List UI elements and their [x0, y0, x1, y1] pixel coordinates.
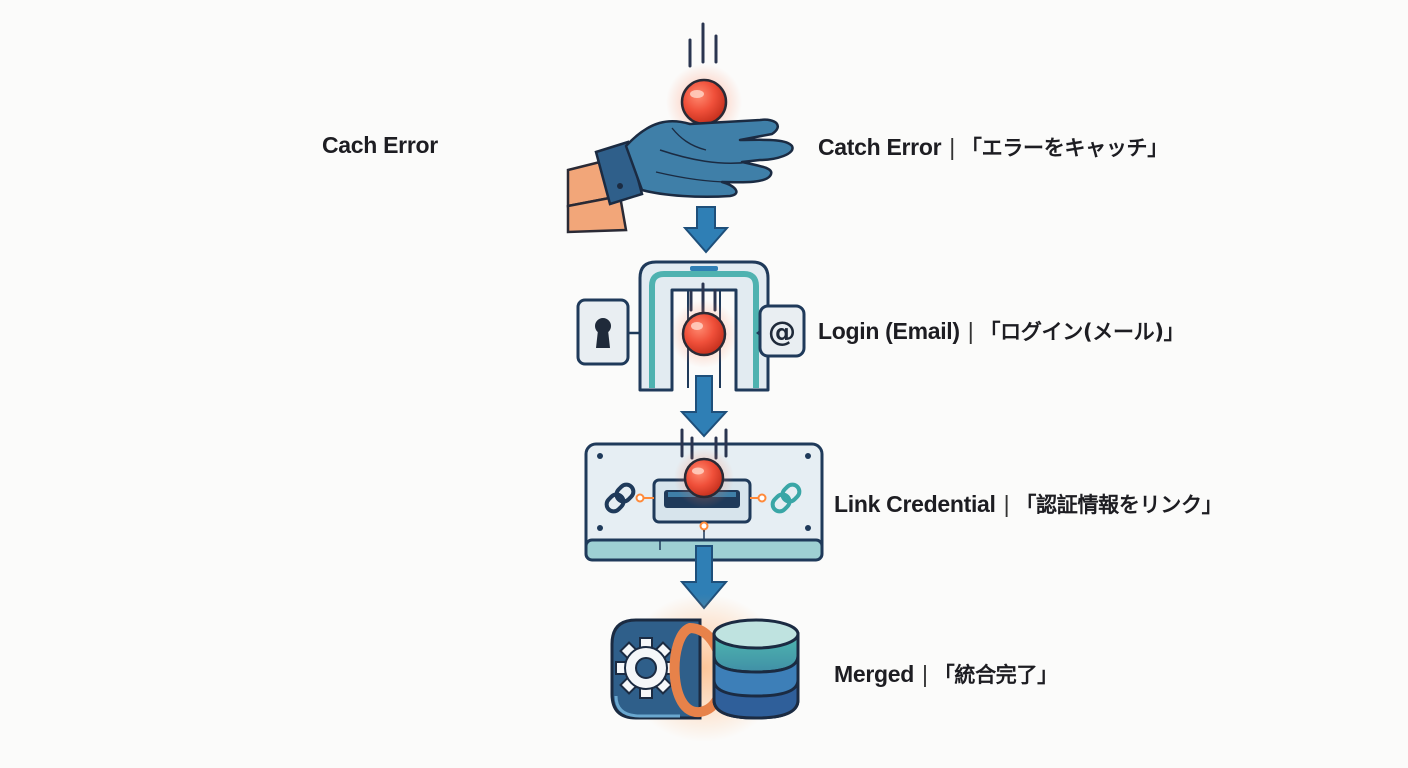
step-label-en: Catch Error: [818, 134, 942, 160]
flow-arrow-2: [679, 375, 729, 438]
database-icon: [712, 618, 800, 720]
step-label-merged: Merged |「統合完了」: [834, 659, 1058, 689]
step-label-jp: 「統合完了」: [933, 663, 1059, 687]
step-label-jp: 「エラーをキャッチ」: [960, 136, 1168, 160]
left-label: Cach Error: [322, 132, 438, 158]
link-device-icon: [584, 428, 824, 562]
catch-error-icon: [566, 22, 794, 234]
step-label-catch-error: Catch Error |「エラーをキャッチ」: [818, 132, 1168, 162]
step-label-jp: 「ログイン(メール)」: [979, 320, 1185, 344]
step-label-login: Login (Email) |「ログイン(メール)」: [818, 316, 1185, 346]
step-label-separator: |: [949, 134, 955, 160]
at-sign-icon: @: [755, 304, 806, 358]
step-label-en: Link Credential: [834, 491, 996, 517]
chain-link-icon-left: [604, 482, 636, 514]
step-label-jp: 「認証情報をリンク」: [1015, 493, 1223, 517]
flow-arrow-1: [682, 206, 730, 254]
step-label-en: Login (Email): [818, 318, 960, 344]
login-gate-icon: [638, 260, 770, 392]
chain-link-icon-right: [770, 482, 802, 514]
svg-text:@: @: [768, 315, 796, 348]
gear-database-icon: [610, 594, 800, 742]
step-label-separator: |: [1003, 491, 1010, 517]
step-label-separator: |: [967, 318, 974, 344]
keyhole-icon: [576, 298, 640, 366]
step-label-separator: |: [922, 661, 928, 687]
gear-icon: [615, 637, 677, 699]
step-label-link-credential: Link Credential |「認証情報をリンク」: [834, 489, 1223, 519]
step-label-en: Merged: [834, 661, 914, 687]
